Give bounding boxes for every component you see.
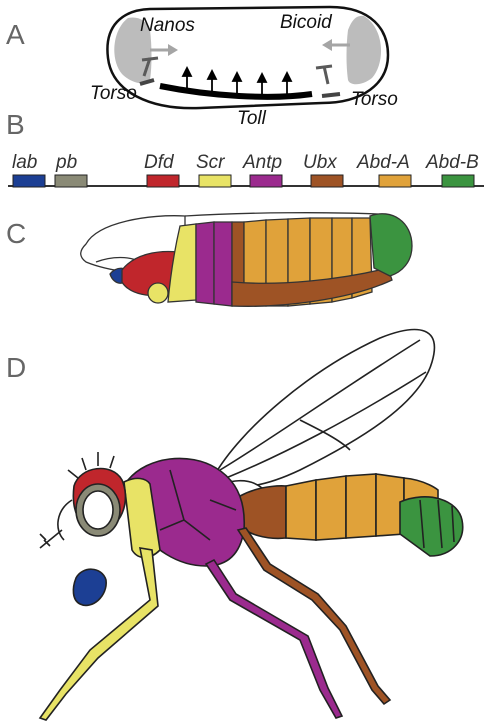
gene-lab: lab — [12, 152, 45, 187]
gene-label-abd-b: Abd-B — [425, 152, 479, 173]
label-nanos: Nanos — [140, 15, 195, 36]
gene-box-lab — [13, 175, 45, 187]
label-torso-left: Torso — [90, 83, 137, 104]
gene-box-antp — [250, 175, 282, 187]
fly-abd-seg-1 — [286, 480, 316, 540]
fly-antenna — [40, 500, 72, 548]
gene-pb: pb — [55, 152, 87, 187]
gene-label-ubx: Ubx — [303, 152, 338, 173]
gene-box-abd-b — [442, 175, 474, 187]
gene-label-lab: lab — [12, 152, 37, 173]
gene-label-dfd: Dfd — [144, 152, 175, 173]
gene-abd-a: Abd-A — [356, 152, 411, 187]
gene-abd-b: Abd-B — [425, 152, 479, 187]
label-bicoid: Bicoid — [280, 12, 333, 33]
fly-mouth-lab — [73, 569, 106, 605]
panel-d: D — [6, 330, 463, 720]
label-toll: Toll — [237, 108, 267, 129]
gene-scr: Scr — [196, 152, 231, 187]
gene-box-ubx — [311, 175, 343, 187]
gene-box-abd-a — [379, 175, 411, 187]
gene-ubx: Ubx — [303, 152, 343, 187]
gene-box-dfd — [147, 175, 179, 187]
panel-letter-a: A — [6, 19, 25, 50]
gene-label-pb: pb — [55, 152, 77, 173]
terminal-membrane-right — [322, 94, 340, 96]
fly-wing — [214, 330, 434, 487]
fly-abd-seg-3 — [346, 474, 376, 538]
panel-c: C — [6, 213, 412, 307]
gene-dfd: Dfd — [144, 152, 179, 187]
gene-box-pb — [55, 175, 87, 187]
fly-leg-mid-antp — [206, 560, 342, 718]
gene-label-scr: Scr — [196, 152, 225, 173]
embryo-seg-scr-bulb — [148, 283, 168, 303]
label-torso-right: Torso — [351, 89, 398, 110]
gene-antp: Antp — [242, 152, 282, 187]
panel-letter-b: B — [6, 109, 25, 140]
gene-label-abd-a: Abd-A — [356, 152, 410, 173]
embryo-seg-antp-2 — [214, 222, 232, 306]
embryo-seg-abdb — [370, 214, 412, 276]
embryo-dorsal-top — [185, 213, 378, 216]
fly-eye-inner — [83, 491, 113, 529]
panel-letter-c: C — [6, 218, 26, 249]
panel-a: A Nanos — [6, 7, 398, 129]
fly-abd-seg-2 — [316, 476, 346, 540]
embryo-seg-antp-1 — [196, 222, 214, 304]
panel-letter-d: D — [6, 352, 26, 383]
gene-label-antp: Antp — [242, 152, 282, 173]
gene-box-scr — [199, 175, 231, 187]
